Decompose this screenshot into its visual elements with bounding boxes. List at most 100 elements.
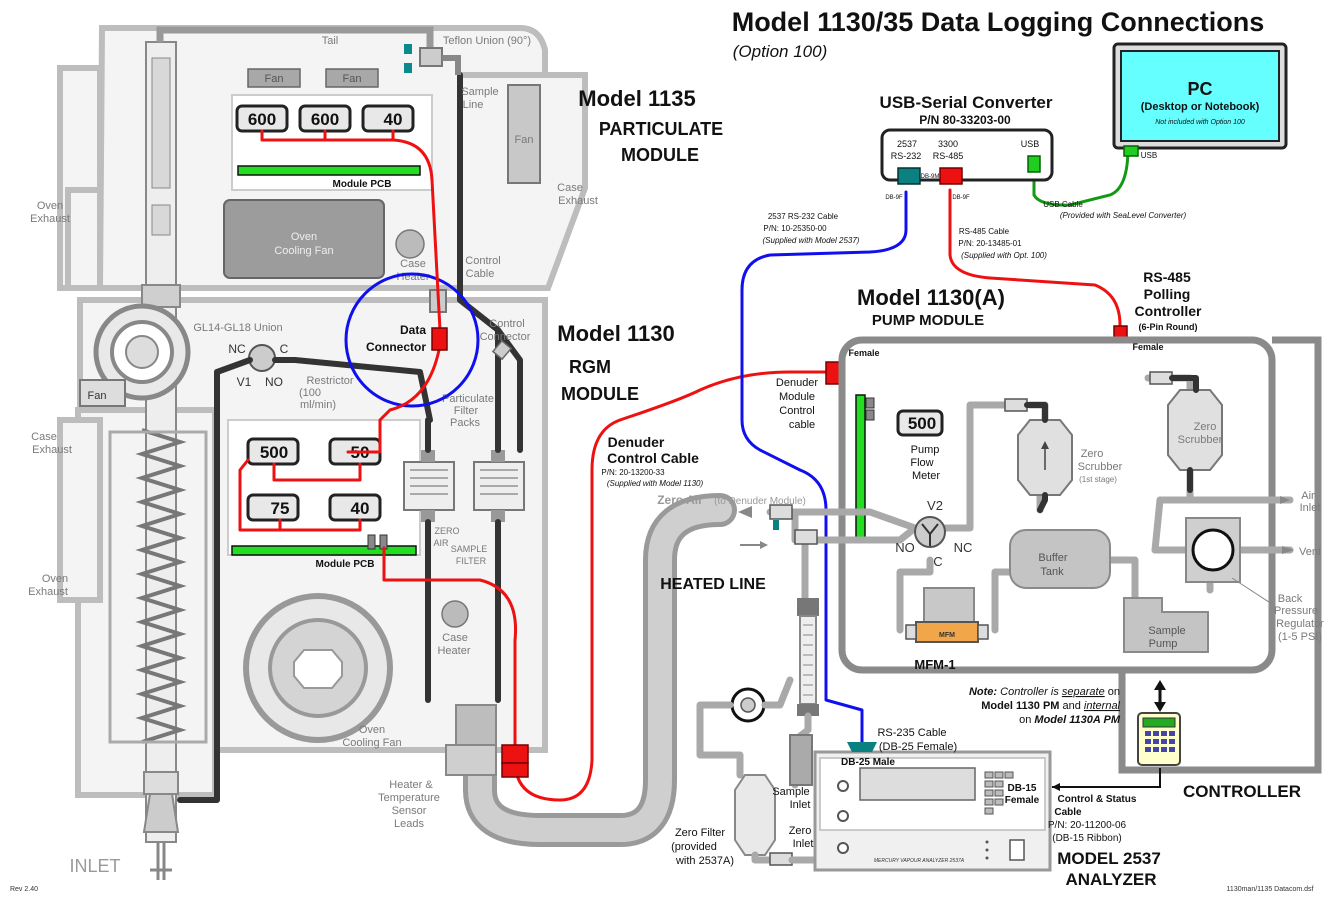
v1-c: C bbox=[280, 342, 289, 356]
denuder-module-l4: cable bbox=[789, 419, 815, 431]
heater-sensor-l2: Temperature bbox=[378, 792, 440, 804]
note-3a: on bbox=[1019, 714, 1034, 726]
control-status-arrow bbox=[1052, 783, 1060, 791]
data-to-display-50 bbox=[346, 343, 442, 454]
oven-exhaust-1130-l1: Oven bbox=[42, 573, 68, 585]
scrubber-dark-a bbox=[1169, 375, 1199, 393]
oven-cooling-fan-1130-l1: Oven bbox=[359, 724, 385, 736]
model-1135-title: Model 1135 bbox=[578, 86, 695, 111]
inlet-column bbox=[108, 41, 208, 880]
zero-scrubber-l1: Zero bbox=[1194, 421, 1217, 433]
model-1130a-sub: PUMP MODULE bbox=[872, 312, 984, 329]
mfm-port-b bbox=[977, 624, 989, 640]
pc-usb-port bbox=[1123, 145, 1139, 157]
module-1135-pcb-label: Module PCB bbox=[333, 179, 392, 190]
sample-line-l2: Line bbox=[463, 99, 484, 111]
particulate-filter-l2: Filter bbox=[454, 405, 479, 417]
mfm-port-a bbox=[905, 624, 917, 640]
control-cable-l2: Cable bbox=[466, 268, 495, 280]
zero-air-arrow bbox=[738, 506, 752, 518]
union-out-pipe bbox=[442, 55, 461, 75]
case-heater-1130-l2: Heater bbox=[437, 645, 470, 657]
pump-flow-display bbox=[896, 409, 944, 437]
port1-model: 2537 bbox=[897, 139, 917, 149]
display-40 bbox=[361, 104, 415, 133]
hose-fitting-top bbox=[455, 704, 497, 746]
denuder-cable-l1: Denuder bbox=[608, 434, 665, 450]
module-1135-pcb bbox=[237, 165, 421, 176]
fan-1-label: Fan bbox=[265, 73, 284, 85]
controller-label: CONTROLLER bbox=[1183, 782, 1301, 801]
restrictor-l3: ml/min) bbox=[300, 399, 336, 411]
zero-filter bbox=[734, 774, 776, 856]
display-bus-link bbox=[238, 458, 250, 492]
hose-fitting-bottom bbox=[445, 744, 497, 776]
sample-inlet-block bbox=[789, 734, 813, 786]
oven-cooling-fan-1130-l2: Cooling Fan bbox=[342, 737, 401, 749]
analyzer-display bbox=[859, 767, 976, 801]
module-1130-pcb bbox=[231, 545, 417, 556]
rs485-cable bbox=[948, 188, 1122, 342]
module-1130-pcb-label: Module PCB bbox=[316, 559, 375, 570]
note-2b: and bbox=[1059, 700, 1083, 712]
main-subtitle: (Option 100) bbox=[733, 42, 828, 61]
mfm-box-label: MFM bbox=[939, 632, 955, 639]
oven-cooling-fan-1130 bbox=[243, 593, 393, 743]
usb-serial-converter bbox=[880, 128, 1054, 185]
rs485-controller-l2: Polling bbox=[1144, 286, 1191, 302]
converter-pn: P/N 80-33203-00 bbox=[919, 113, 1011, 127]
side-fan-label: Fan bbox=[515, 134, 534, 146]
zero-air-l2: AIR bbox=[433, 538, 449, 548]
rs235-cable-l2: (DB-25 Female) bbox=[879, 741, 957, 753]
denuder-module-l3: Control bbox=[779, 405, 814, 417]
control-connector-l1: Control bbox=[489, 318, 524, 330]
back-pressure-gauge bbox=[1191, 528, 1235, 572]
model-1130-l3: MODULE bbox=[561, 384, 639, 404]
back-pressure-l2: Pressure bbox=[1274, 605, 1318, 617]
zero-air-note: (to Denuder Module) bbox=[714, 496, 806, 507]
denuder-female: Female bbox=[848, 348, 879, 358]
v1-label: V1 bbox=[237, 375, 252, 389]
back-pressure-leader bbox=[1231, 577, 1276, 607]
tail-label: Tail bbox=[322, 35, 339, 47]
zero-filter-l1: Zero Filter bbox=[675, 827, 725, 839]
union-label: GL14-GL18 Union bbox=[193, 322, 282, 334]
denuder-plug-a bbox=[501, 744, 529, 764]
zero-scrubber1-l2: Scrubber bbox=[1078, 461, 1123, 473]
model-2537-sub: ANALYZER bbox=[1066, 870, 1157, 889]
controller-arrow-down bbox=[1154, 702, 1166, 712]
pc-usb-label: USB bbox=[1141, 151, 1157, 160]
denuder-cable-l2: Control Cable bbox=[607, 450, 699, 466]
sample-arrow-head bbox=[760, 541, 768, 549]
port-db9f-right bbox=[939, 167, 963, 185]
pc-label: PC bbox=[1187, 79, 1212, 99]
display-600-b-value: 600 bbox=[311, 110, 339, 129]
case-heater-1135 bbox=[395, 229, 425, 259]
model-2537-title: MODEL 2537 bbox=[1057, 849, 1161, 868]
pump-flow-l1: Pump bbox=[911, 444, 940, 456]
vent-label: Vent bbox=[1299, 546, 1321, 558]
note-3b: Model 1130A PM bbox=[1034, 714, 1120, 726]
sample-inlet-l2: Inlet bbox=[790, 799, 811, 811]
control-cable-pipe bbox=[495, 327, 523, 453]
fan-1 bbox=[247, 68, 301, 88]
zero-inlet-l1: Zero bbox=[789, 825, 812, 837]
vent-arrow bbox=[1282, 546, 1294, 554]
tail-pipe bbox=[156, 26, 434, 58]
rs232-cable-l1: 2537 RS-232 Cable bbox=[768, 212, 839, 221]
pc-note: Not included with Option 100 bbox=[1155, 119, 1245, 126]
note-line-2: Model 1130 PM and internal bbox=[981, 700, 1120, 712]
display-40b bbox=[328, 493, 382, 522]
case-heater-1135-l1: Case bbox=[400, 258, 426, 270]
rs485-cable-l3: (Supplied with Opt. 100) bbox=[961, 251, 1047, 260]
heated-line-hose-inner bbox=[468, 498, 732, 842]
buffer-tank-l1: Buffer bbox=[1038, 552, 1067, 564]
scrubber-dark-d bbox=[1037, 492, 1048, 513]
oven-exhaust-1135-l2: Exhaust bbox=[30, 213, 70, 225]
air-inlet-l1: Air bbox=[1301, 490, 1315, 502]
note-1b: Controller is bbox=[997, 686, 1062, 698]
scrubber-fitting-a bbox=[1149, 371, 1173, 385]
sample-line-l1: Sample bbox=[461, 86, 498, 98]
module-1135-fans: Fan Fan bbox=[247, 68, 379, 88]
display-75 bbox=[246, 493, 300, 522]
